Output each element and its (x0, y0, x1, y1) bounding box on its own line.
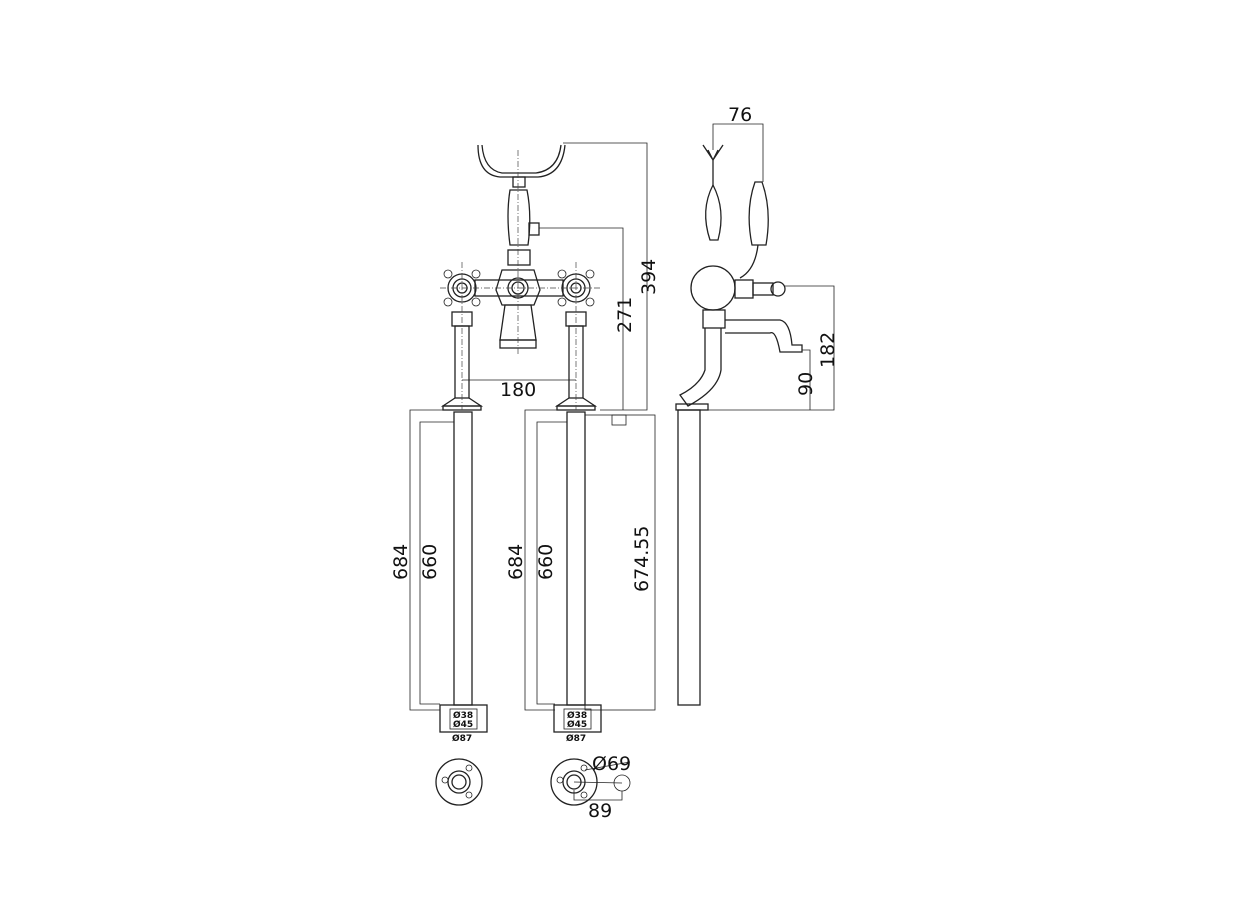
dim-89: 89 (588, 800, 612, 822)
dim-660-left: 660 (419, 544, 441, 580)
dim-76: 76 (728, 104, 752, 126)
dim-684-right: 684 (505, 544, 527, 580)
valve-body (495, 269, 541, 306)
dia-38: Ø38 (453, 710, 473, 721)
dim-674-55: 674.55 (631, 526, 653, 592)
handset-cradle (477, 144, 566, 178)
handset (507, 189, 531, 246)
lever-handle (748, 181, 769, 246)
dia-45: Ø45 (567, 719, 587, 730)
left-leg: 684 660 Ø38 Ø45 Ø87 (390, 409, 488, 744)
right-leg: 684 660 674.55 Ø38 Ø45 Ø87 (505, 409, 656, 744)
dia-45: Ø45 (453, 719, 473, 730)
dim-90: 90 (795, 372, 817, 396)
side-view: 76 182 90 (675, 104, 839, 706)
dim-182: 182 (817, 332, 839, 368)
dim-271: 271 (614, 297, 636, 333)
dia-87: Ø87 (566, 733, 586, 744)
dim-660-right: 660 (535, 544, 557, 580)
dim-684-left: 684 (390, 544, 412, 580)
floor-plate-right: Ø69 89 (550, 753, 631, 822)
front-view: 394 271 180 (440, 142, 660, 411)
dia-87: Ø87 (452, 733, 472, 744)
dia-69: Ø69 (592, 753, 631, 775)
dim-180: 180 (500, 379, 536, 401)
dim-394: 394 (638, 259, 660, 295)
valve-body-side (690, 265, 736, 311)
dia-38: Ø38 (567, 710, 587, 721)
floor-plate-left (435, 758, 483, 806)
